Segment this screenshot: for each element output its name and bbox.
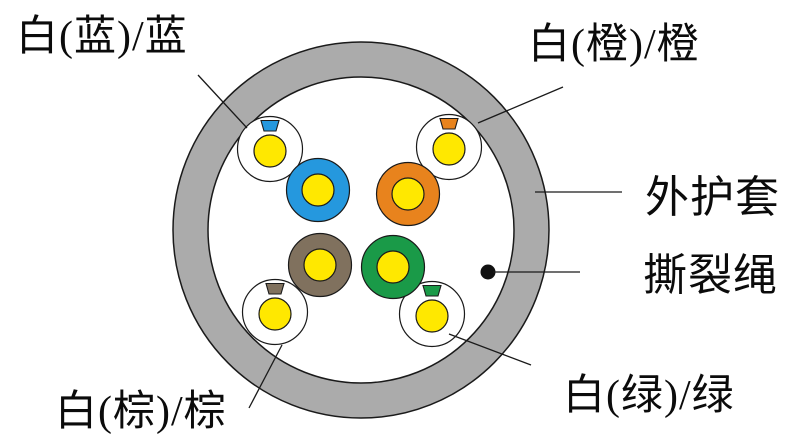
wire-white-green-conductor bbox=[415, 299, 449, 333]
wire-white-brown-conductor bbox=[258, 297, 292, 331]
wire-blue-conductor bbox=[301, 173, 335, 207]
label-outer-jacket: 外护套 bbox=[645, 173, 780, 222]
wire-brown bbox=[287, 232, 353, 298]
wire-white-blue bbox=[236, 115, 304, 183]
wire-orange bbox=[375, 161, 441, 227]
wire-white-brown bbox=[241, 278, 309, 346]
rip-cord-dot bbox=[480, 264, 496, 280]
wire-brown-conductor bbox=[303, 248, 337, 282]
label-pair-white-blue: 白(蓝)/蓝 bbox=[16, 14, 188, 60]
wire-white-blue-conductor bbox=[253, 134, 287, 168]
wire-blue bbox=[285, 157, 351, 223]
wire-green bbox=[360, 234, 426, 300]
leader-pair-blue bbox=[197, 74, 248, 129]
wire-green-conductor bbox=[376, 250, 410, 284]
wire-white-blue-stripe bbox=[260, 119, 280, 132]
wire-white-orange-conductor bbox=[432, 132, 466, 166]
leader-pair-orange bbox=[477, 86, 564, 124]
wire-white-brown-stripe bbox=[265, 282, 285, 295]
label-pair-white-green: 白(绿)/绿 bbox=[563, 373, 735, 419]
wire-orange-conductor bbox=[391, 177, 425, 211]
leader-pair-green bbox=[448, 333, 532, 366]
wire-white-green-stripe bbox=[422, 284, 442, 297]
leader-pair-brown bbox=[248, 344, 283, 409]
label-pair-white-brown: 白(棕)/棕 bbox=[55, 389, 227, 435]
wire-white-orange bbox=[415, 113, 483, 181]
label-rip-cord: 撕裂绳 bbox=[643, 251, 778, 300]
label-pair-white-orange: 白(橙)/橙 bbox=[528, 22, 700, 68]
wire-white-green bbox=[398, 280, 466, 348]
wire-white-orange-stripe bbox=[439, 117, 459, 130]
